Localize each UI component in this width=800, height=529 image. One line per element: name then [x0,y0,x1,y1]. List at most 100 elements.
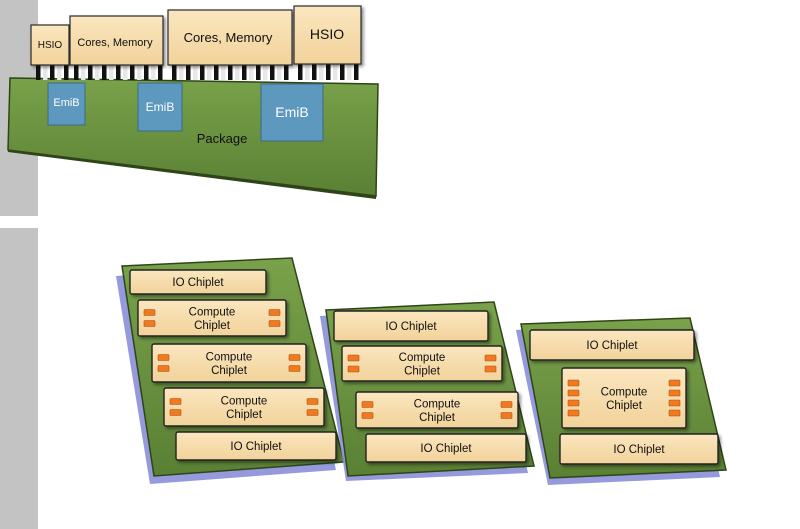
die-label: Cores, Memory [184,30,273,45]
pad-icon [500,401,513,408]
pad-icon [668,399,681,407]
micro-bump [172,64,177,80]
pad-icon [169,409,182,416]
pad-icon [567,399,580,407]
chiplet-body [129,269,267,295]
micro-bump [235,64,240,80]
pad-icon [668,409,681,417]
micro-bump [81,64,86,80]
micro-bump [333,64,338,80]
micro-bump [256,64,261,80]
die-label: Cores, Memory [77,37,153,49]
io-chiplet: IO Chiplet [529,329,695,361]
micro-bump [207,64,212,80]
micro-bump [200,64,205,80]
chiplet-body [333,310,489,342]
emib-label: EmiB [275,104,308,120]
chiplet-body [341,345,503,382]
emib-bridge-1: EmiB [47,82,86,126]
micro-bump [88,64,93,80]
package-label: Package [197,131,248,146]
chiplet-label: Chiplet [194,320,231,332]
die-cores-memory-1: Cores, Memory [69,15,164,66]
die-hsio-left: HSIO [30,24,70,66]
micro-bump [186,64,191,80]
io-chiplet: IO Chiplet [129,269,267,295]
micro-bump [263,64,268,80]
pad-icon [306,398,319,405]
pad-icon [567,409,580,417]
pad-icon [347,365,360,373]
micro-bump [95,64,100,80]
micro-bump [50,64,55,80]
micro-bump [144,64,149,80]
micro-bump [319,64,324,80]
micro-bump [64,64,69,80]
micro-bump [43,64,48,80]
micro-bump [312,64,317,80]
emib-cross-section: Package EmiB EmiB EmiB HSIO Cores, Memor… [7,5,379,199]
chiplet-label: Compute [601,387,648,399]
die-cores-memory-2: Cores, Memory [167,9,293,66]
micro-bump [214,64,219,80]
chiplet-body [365,433,527,463]
emib-bridge-2: EmiB [137,82,183,132]
micro-bump [305,64,310,80]
chiplet-stack: IO ChipletComputeChipletComputeChipletIO… [333,310,527,463]
chiplet-body [163,387,325,427]
pad-icon [484,365,497,373]
micro-bump [284,64,289,80]
chiplet-stack: IO ChipletComputeChipletComputeChipletCo… [129,269,337,461]
chiplet-label: IO Chiplet [613,444,665,456]
micro-bump [354,64,359,80]
micro-bump [326,64,331,80]
chiplet-label: Compute [189,307,236,319]
micro-bump [249,64,254,80]
package-2: IO ChipletComputeChipletComputeChipletIO… [320,301,535,481]
chiplet-body [529,329,695,361]
chiplet-label: Chiplet [404,365,441,377]
micro-bump [347,64,352,80]
pad-icon [567,379,580,387]
chiplet-label: Compute [414,399,461,411]
die-label: HSIO [38,40,63,51]
die-hsio-right: HSIO [293,5,362,65]
micro-bump [130,64,135,80]
package-1: IO ChipletComputeChipletComputeChipletCo… [116,257,345,484]
die-label: HSIO [310,26,344,42]
pad-icon [268,309,281,316]
io-chiplet: IO Chiplet [559,433,719,465]
pad-icon [157,354,170,361]
emib-bridge-3: EmiB [260,83,324,142]
pad-icon [143,320,156,327]
io-chiplet: IO Chiplet [365,433,527,463]
chiplet-label: Compute [221,396,268,408]
sidebar-bottom [0,228,38,529]
chiplet-body [151,343,307,383]
chiplet-label: IO Chiplet [385,321,437,333]
micro-bump [116,64,121,80]
io-chiplet: IO Chiplet [333,310,489,342]
pad-icon [288,365,301,372]
pad-icon [668,389,681,397]
pad-icon [288,354,301,361]
chiplet-body [559,433,719,465]
chiplet-label: Compute [399,352,446,364]
chiplet-body [561,367,687,429]
micro-bumps [36,64,359,80]
micro-bump [277,64,282,80]
micro-bump [228,64,233,80]
pad-icon [361,401,374,408]
pad-icon [268,320,281,327]
micro-bump [74,64,79,80]
pad-icon [143,309,156,316]
micro-bump [151,64,156,80]
chiplet-label: Chiplet [606,400,643,412]
